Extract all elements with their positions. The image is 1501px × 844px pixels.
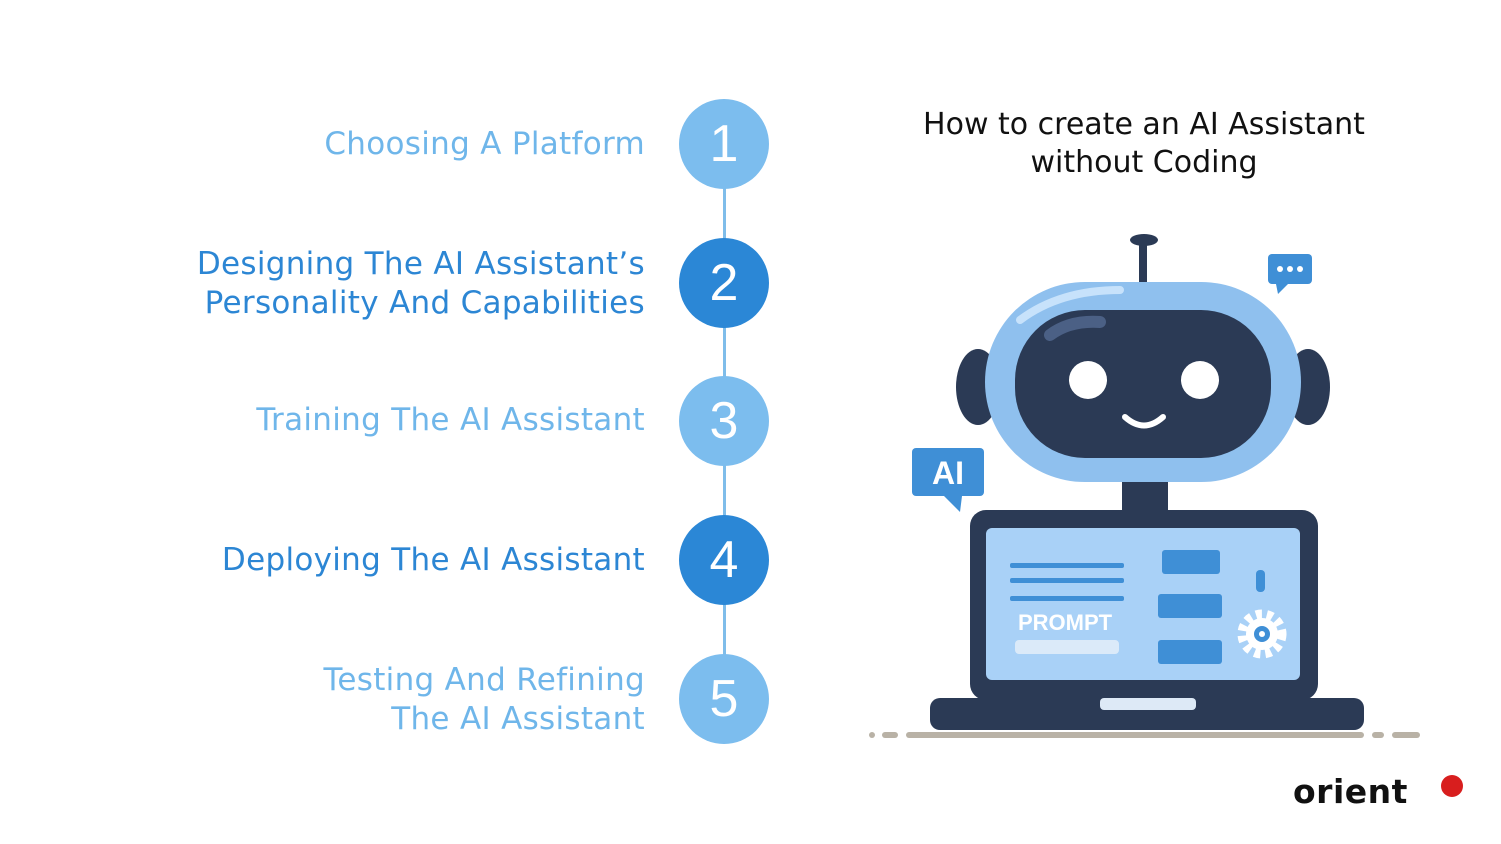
- step-1-number: 1: [679, 99, 769, 189]
- robot-smile: [1122, 414, 1166, 429]
- robot-laptop-illustration: AI PROMPT: [869, 234, 1420, 738]
- robot-left-eye: [1069, 361, 1107, 399]
- step-5-label: Testing And Refining The AI Assistant: [323, 662, 645, 737]
- step-5-number: 5: [679, 654, 769, 744]
- step-4-label: Deploying The AI Assistant: [221, 542, 645, 578]
- chat-bubble-icon: [1268, 254, 1312, 294]
- robot-face: [1015, 310, 1271, 458]
- brand-logo: orient: [1293, 772, 1408, 811]
- chat-message-bars: [1158, 550, 1222, 664]
- laptop-screen: [986, 528, 1300, 680]
- robot-right-eye: [1181, 361, 1219, 399]
- page-title: How to create an AI Assistant without Co…: [923, 107, 1365, 180]
- step-2-number: 2: [679, 238, 769, 328]
- step-2-label: Designing The AI Assistant’s Personality…: [196, 246, 645, 321]
- laptop-base: [930, 698, 1364, 730]
- step-3-number: 3: [679, 376, 769, 466]
- step-3-label: Training The AI Assistant: [256, 402, 645, 438]
- step-4-number: 4: [679, 515, 769, 605]
- prompt-input: [1015, 640, 1119, 654]
- prompt-label: PROMPT: [1018, 610, 1113, 635]
- ai-speech-bubble: AI: [912, 448, 984, 512]
- robot-antenna: [1139, 238, 1147, 288]
- logo-dot-icon: [1441, 775, 1463, 797]
- robot-antenna-tip: [1130, 234, 1158, 246]
- ground-line: [869, 732, 1420, 738]
- gear-icon: [1237, 609, 1287, 659]
- step-1-label: Choosing A Platform: [324, 126, 645, 162]
- ai-badge-text: AI: [932, 455, 964, 491]
